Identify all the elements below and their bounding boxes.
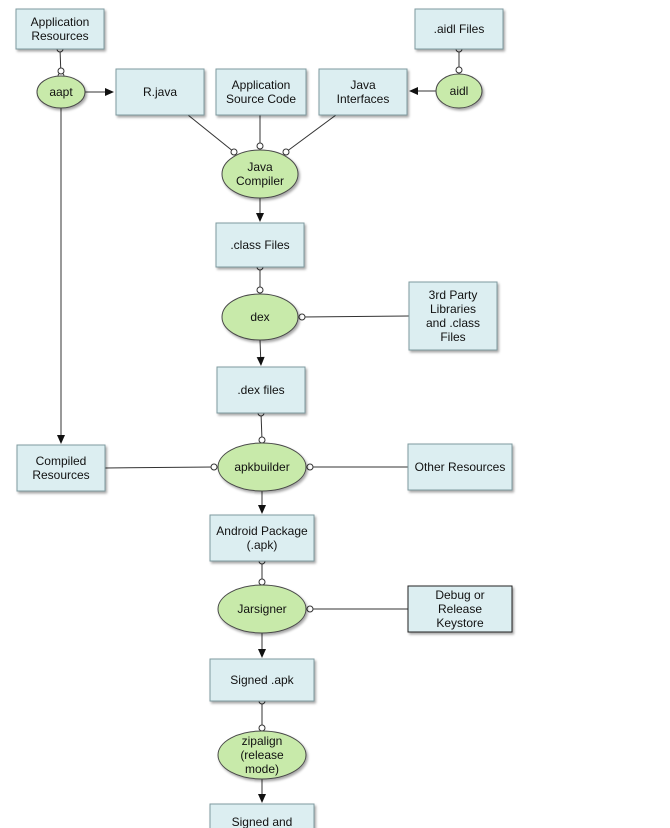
edge-keystore-jarsigner	[306, 605, 408, 613]
node-label: R.java	[143, 85, 177, 99]
node-label: Android Package	[216, 524, 308, 538]
connector-dot	[57, 67, 65, 75]
edge-thirdparty-dex	[298, 313, 410, 321]
node-aidl: aidl	[435, 73, 483, 109]
node-label: Java	[247, 160, 273, 174]
connector-dot	[258, 578, 266, 586]
node-label: Files	[440, 330, 465, 344]
node-label: Application	[31, 15, 90, 29]
node-label: (release	[240, 748, 284, 762]
arrowhead	[256, 356, 265, 366]
connector-dot	[455, 66, 463, 74]
node-label: Source Code	[226, 92, 296, 106]
node-label: Signed and	[232, 815, 293, 828]
node-label: dex	[250, 310, 269, 324]
connector-dot	[210, 463, 218, 471]
node-label: Release	[438, 602, 482, 616]
node-label: Resources	[31, 29, 88, 43]
edge-source-compiler	[256, 115, 264, 150]
node-aidl-files: .aidl Files	[414, 8, 504, 50]
connector-dot	[256, 286, 264, 294]
node-signed-apk: Signed .apk	[209, 658, 315, 702]
node-label: Other Resources	[415, 460, 506, 474]
edge-package-jarsigner	[258, 561, 266, 586]
arrowhead	[258, 649, 266, 658]
node-label: aapt	[49, 85, 73, 99]
arrowhead	[258, 794, 266, 803]
node-jarsigner: Jarsigner	[217, 584, 307, 634]
node-label: Libraries	[430, 302, 476, 316]
edge-interfaces-compiler	[282, 114, 337, 156]
connector-dot	[306, 605, 314, 613]
node-label: Compiled	[36, 454, 87, 468]
node-label: .aidl Files	[434, 22, 485, 36]
node-label: mode)	[245, 762, 279, 776]
edge-compiler-class	[256, 198, 264, 222]
connector-dot	[306, 463, 314, 471]
node-class-files: .class Files	[215, 222, 305, 268]
edge-aapt-compiled	[57, 108, 65, 444]
node-label: .class Files	[230, 238, 289, 252]
node-rjava: R.java	[115, 68, 205, 116]
connector-dot	[258, 724, 266, 732]
node-label: (.apk)	[247, 538, 278, 552]
node-label: Application	[232, 78, 291, 92]
node-signed-aligned: Signed and	[209, 803, 315, 828]
connector-dot	[282, 148, 290, 156]
node-dex: dex	[221, 293, 299, 341]
arrowhead	[256, 213, 264, 222]
node-label: and .class	[426, 316, 480, 330]
edge-apkbuilder-package	[258, 491, 266, 514]
connector-dot	[298, 313, 306, 321]
node-label: Debug or	[435, 588, 484, 602]
node-label: aidl	[450, 84, 469, 98]
node-android-package: Android Package(.apk)	[209, 514, 315, 562]
edge-rjava-compiler	[187, 114, 238, 156]
node-label: Jarsigner	[237, 602, 286, 616]
arrowhead	[409, 87, 418, 95]
edge-signed-zipalign	[258, 701, 266, 732]
node-label: apkbuilder	[234, 460, 289, 474]
edge-compiled-apkbuilder	[104, 463, 218, 471]
edge-aidlfiles-aidl	[455, 49, 463, 74]
node-label: Keystore	[436, 616, 484, 630]
edge-jarsigner-signed	[258, 633, 266, 658]
edge-other-apkbuilder	[306, 463, 408, 471]
node-label: Signed .apk	[230, 673, 294, 687]
connector-dot	[256, 142, 264, 150]
edge-dex-dexfiles	[256, 339, 265, 366]
node-label: .dex files	[237, 383, 284, 397]
edge-aapt-rjava	[85, 88, 114, 96]
edge-class-dex	[256, 267, 264, 294]
connector-dot	[258, 436, 266, 444]
node-aapt: aapt	[36, 75, 86, 109]
arrowhead	[105, 88, 114, 96]
node-apkbuilder: apkbuilder	[217, 442, 307, 492]
arrowhead	[57, 435, 65, 444]
edge-dexfiles-apkbuilder	[258, 412, 266, 444]
connector-dot	[230, 148, 238, 156]
node-label: Compiler	[236, 174, 284, 188]
node-label: 3rd Party	[429, 288, 478, 302]
node-label: Interfaces	[337, 92, 390, 106]
node-label: Resources	[32, 468, 89, 482]
node-other-resources: Other Resources	[407, 443, 513, 491]
edge-aidl-interfaces	[409, 87, 436, 95]
node-label: zipalign	[242, 734, 283, 748]
node-dex-files: .dex files	[216, 366, 306, 414]
edge-zipalign-final	[258, 779, 266, 803]
arrowhead	[258, 505, 266, 514]
node-label: Java	[350, 78, 376, 92]
